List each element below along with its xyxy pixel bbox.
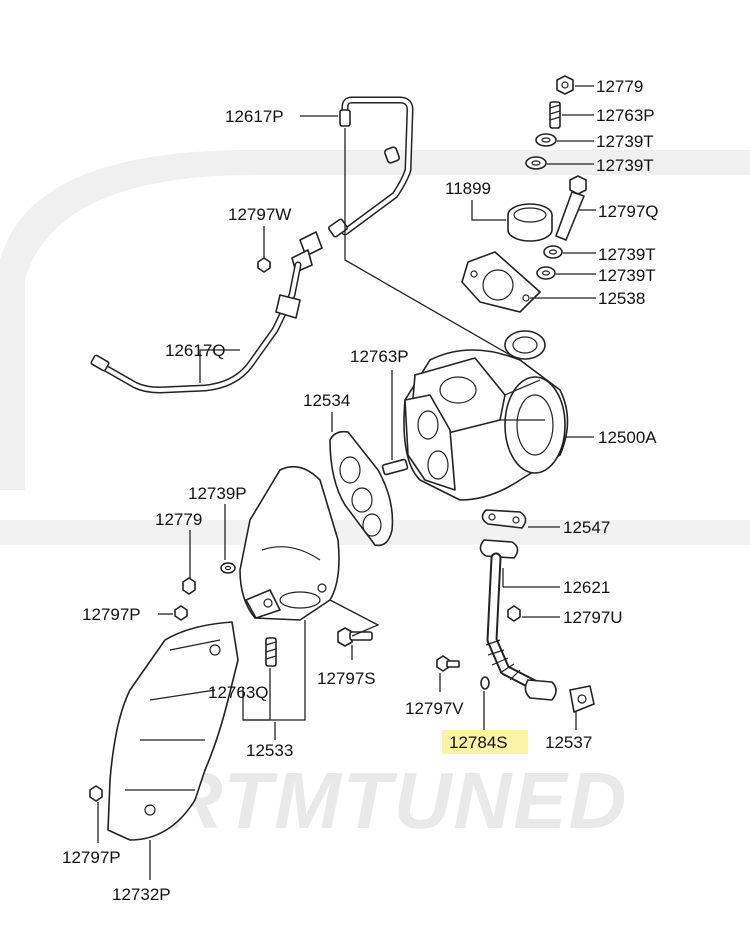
label-12547: 12547 [563, 518, 610, 537]
washer-12739P [220, 562, 236, 574]
label-12779-top: 12779 [596, 77, 643, 96]
stud-12763P-mid [381, 458, 409, 476]
label-12797Q: 12797Q [598, 202, 659, 221]
gasket-12538 [461, 251, 541, 313]
stud-12763Q [265, 637, 277, 667]
washer-12739T-c [543, 245, 563, 259]
label-12797P-bot: 12797P [62, 848, 121, 867]
label-12617Q: 12617Q [165, 341, 226, 360]
part-labels: 12779 12763P 12739T 12739T 11899 12797Q … [62, 77, 659, 904]
bolt-12797P-mid [174, 605, 188, 621]
label-12617P: 12617P [225, 107, 284, 126]
label-12797S: 12797S [317, 669, 376, 688]
manifold-12533 [239, 465, 340, 621]
oil-drain-pipe-12621 [479, 539, 557, 701]
turbocharger-12500A [403, 330, 569, 501]
label-12739T-a: 12739T [596, 132, 654, 151]
label-11899: 11899 [445, 179, 491, 198]
washer-12739T-b [525, 156, 547, 170]
gasket-12537 [569, 685, 595, 713]
watermark-text: RTMTUNED [165, 756, 628, 845]
label-12739T-c: 12739T [598, 245, 656, 264]
washer-12739T-a [535, 133, 557, 147]
oil-pipe-12617Q [90, 261, 302, 394]
heat-shield-12732P [107, 621, 239, 841]
stud-12763P-top [549, 101, 561, 129]
label-12500A: 12500A [598, 428, 657, 447]
label-12797V: 12797V [405, 699, 464, 718]
label-12533: 12533 [246, 741, 293, 760]
oil-pipe-12617P [291, 96, 414, 273]
gasket-12534 [329, 430, 394, 547]
highlight-12784S [442, 730, 528, 754]
label-12739T-b: 12739T [596, 156, 654, 175]
label-12538: 12538 [598, 289, 645, 308]
label-12797P-mid: 12797P [82, 605, 141, 624]
label-12797W: 12797W [228, 205, 291, 224]
bolt-12797W [257, 257, 271, 273]
bolt-12797V [436, 655, 460, 672]
bolt-12797S [337, 627, 373, 647]
bolt-12797P-bot [89, 785, 103, 802]
label-12763P-mid: 12763P [350, 347, 409, 366]
label-12784S: 12784S [449, 733, 508, 752]
label-12534: 12534 [303, 391, 350, 410]
label-12779-left: 12779 [155, 510, 202, 529]
label-12732P: 12732P [112, 885, 171, 904]
gasket-12547 [481, 509, 527, 529]
washer-12784S [480, 676, 490, 690]
label-12739P: 12739P [188, 484, 247, 503]
label-12621: 12621 [563, 578, 610, 597]
label-12739T-d: 12739T [598, 266, 656, 285]
leader-lines [97, 85, 596, 880]
bolt-12797U [507, 605, 521, 622]
label-12763P-top: 12763P [596, 106, 655, 125]
label-12763Q: 12763Q [208, 683, 269, 702]
label-12537: 12537 [545, 733, 592, 752]
washer-12739T-d [536, 266, 556, 280]
label-12797U: 12797U [563, 608, 623, 627]
nut-12779-top [556, 75, 574, 95]
nut-12779-left [182, 577, 196, 595]
watermark: RTMTUNED [0, 150, 750, 845]
clamp-ring-11899 [507, 203, 553, 242]
bolt-12797Q [555, 175, 587, 241]
